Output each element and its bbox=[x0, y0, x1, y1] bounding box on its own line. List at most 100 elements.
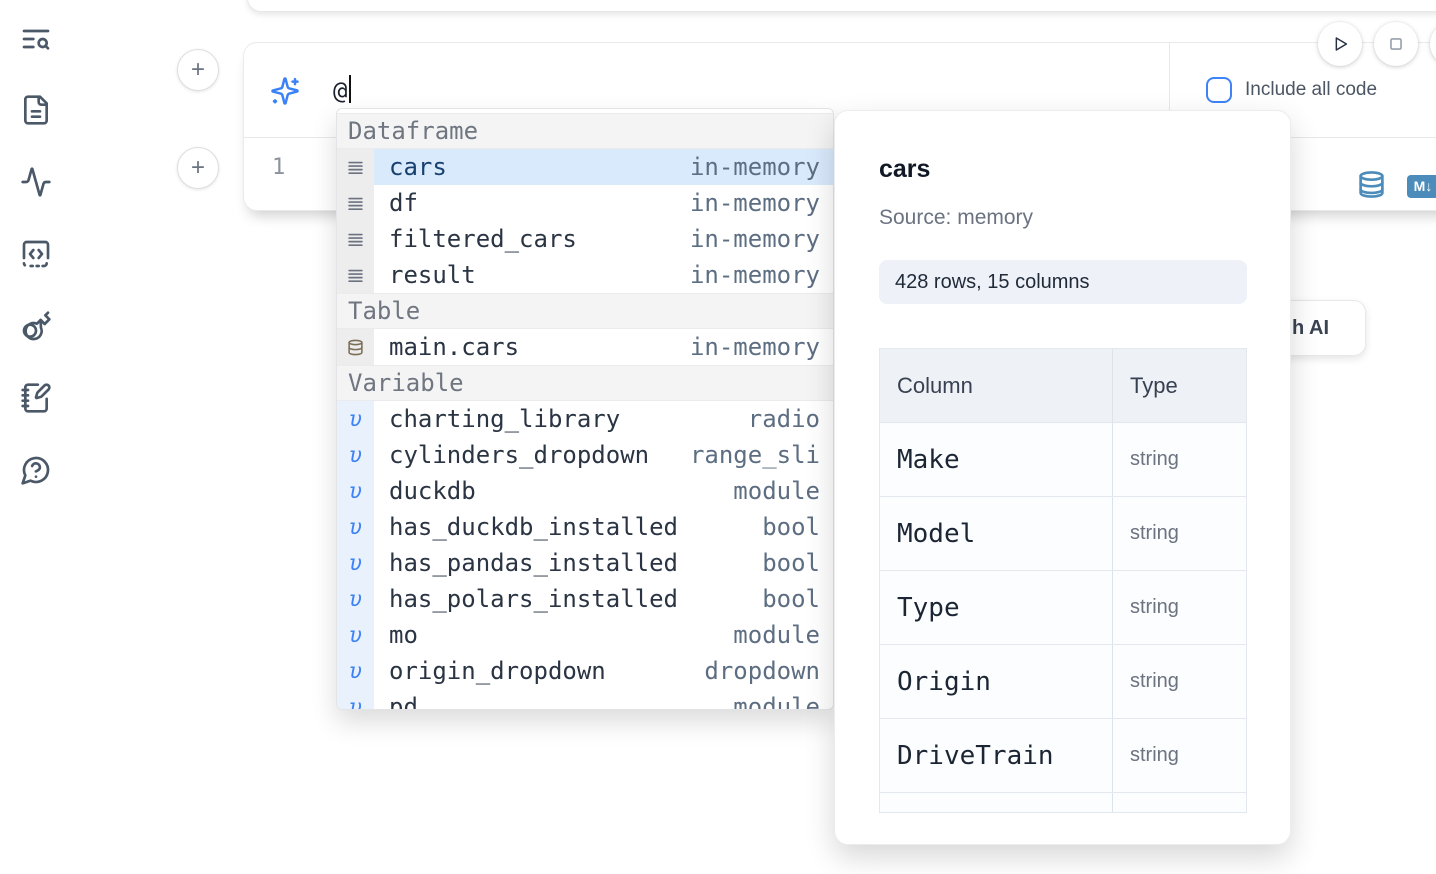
completion-type: dropdown bbox=[704, 657, 820, 685]
schema-table-row: Model string bbox=[880, 497, 1246, 571]
autocomplete-item[interactable]: cars in-memory bbox=[337, 149, 833, 185]
completion-name: has_polars_installed bbox=[389, 585, 678, 613]
add-cell-above-button[interactable]: + bbox=[177, 49, 219, 91]
autocomplete-item[interactable]: υ has_pandas_installed bool bbox=[337, 545, 833, 581]
stop-icon bbox=[1390, 38, 1402, 50]
markdown-icon[interactable]: M↓ bbox=[1407, 175, 1436, 198]
column-type: string bbox=[1130, 522, 1179, 544]
completion-name: duckdb bbox=[389, 477, 476, 505]
completion-type: in-memory bbox=[689, 153, 820, 181]
autocomplete-item[interactable]: filtered_cars in-memory bbox=[337, 221, 833, 257]
table-database-icon bbox=[337, 329, 374, 365]
completion-name: main.cars bbox=[389, 333, 520, 361]
variable-icon: υ bbox=[337, 545, 374, 581]
preview-title: cars bbox=[879, 155, 931, 183]
completion-type: range_sli bbox=[689, 441, 820, 469]
completion-name: charting_library bbox=[389, 405, 621, 433]
shape-badge: 428 rows, 15 columns bbox=[879, 260, 1247, 304]
completion-type: radio bbox=[747, 405, 820, 433]
column-name: Type bbox=[897, 592, 960, 623]
column-name: DriveTrain bbox=[897, 740, 1054, 771]
activity-icon[interactable] bbox=[20, 166, 52, 198]
completion-name: df bbox=[389, 189, 418, 217]
include-all-code-checkbox[interactable] bbox=[1206, 77, 1232, 103]
completion-type: in-memory bbox=[689, 225, 820, 253]
autocomplete-item[interactable]: main.cars in-memory bbox=[337, 329, 833, 365]
variable-icon: υ bbox=[337, 653, 374, 689]
variable-icon: υ bbox=[337, 437, 374, 473]
database-icon[interactable] bbox=[1357, 170, 1386, 199]
column-type: string bbox=[1130, 596, 1179, 618]
type-header: Type bbox=[1130, 372, 1178, 398]
completion-type: bool bbox=[762, 549, 820, 577]
divider bbox=[1169, 43, 1170, 137]
completion-name: cylinders_dropdown bbox=[389, 441, 650, 469]
previous-cell-sliver bbox=[247, 0, 1436, 12]
completion-name: pd bbox=[389, 693, 418, 710]
completion-name: cars bbox=[389, 153, 447, 181]
column-type: string bbox=[1130, 670, 1179, 692]
sparkles-icon bbox=[270, 76, 300, 106]
column-name: Origin bbox=[897, 666, 991, 697]
notebook-pen-icon[interactable] bbox=[20, 382, 52, 414]
autocomplete-item[interactable]: df in-memory bbox=[337, 185, 833, 221]
schema-table-header: Column Type bbox=[880, 349, 1246, 423]
stop-button[interactable] bbox=[1374, 22, 1418, 66]
column-name: Make bbox=[897, 444, 960, 475]
completion-type: in-memory bbox=[689, 261, 820, 289]
code-editor-row[interactable]: 1 M↓ bbox=[244, 139, 1436, 210]
play-icon bbox=[1335, 37, 1348, 51]
completion-type: module bbox=[733, 621, 820, 649]
schema-table-row: Type string bbox=[880, 571, 1246, 645]
key-icon[interactable] bbox=[20, 310, 52, 342]
autocomplete-item[interactable]: υ cylinders_dropdown range_sli bbox=[337, 437, 833, 473]
completion-name: origin_dropdown bbox=[389, 657, 606, 685]
completion-type: bool bbox=[762, 513, 820, 541]
variable-icon: υ bbox=[337, 401, 374, 437]
variable-icon: υ bbox=[337, 581, 374, 617]
include-all-code-label: Include all code bbox=[1245, 79, 1378, 100]
completion-type: bool bbox=[762, 585, 820, 613]
code-square-icon[interactable] bbox=[20, 238, 52, 270]
autocomplete-item[interactable]: υ origin_dropdown dropdown bbox=[337, 653, 833, 689]
autocomplete-item[interactable]: υ has_polars_installed bool bbox=[337, 581, 833, 617]
list-search-icon[interactable] bbox=[20, 23, 52, 55]
completion-name: filtered_cars bbox=[389, 225, 577, 253]
column-name: Model bbox=[897, 518, 976, 549]
column-type: string bbox=[1130, 448, 1179, 470]
autocomplete-item[interactable]: υ has_duckdb_installed bool bbox=[337, 509, 833, 545]
autocomplete-section-header: Dataframe bbox=[337, 113, 833, 149]
schema-table-row bbox=[880, 793, 1246, 812]
autocomplete-section-header: Table bbox=[337, 293, 833, 329]
dataframe-icon bbox=[337, 185, 374, 221]
column-header: Column bbox=[880, 349, 1113, 422]
add-cell-below-button[interactable]: + bbox=[177, 147, 219, 189]
helper-sidebar bbox=[0, 0, 72, 874]
variable-icon: υ bbox=[337, 509, 374, 545]
completion-name: has_pandas_installed bbox=[389, 549, 678, 577]
text-cursor bbox=[349, 75, 351, 103]
variable-icon: υ bbox=[337, 617, 374, 653]
ai-button-label: h AI bbox=[1291, 317, 1329, 339]
schema-table-row: Make string bbox=[880, 423, 1246, 497]
dataframe-icon bbox=[337, 149, 374, 185]
run-cell-button[interactable] bbox=[1318, 22, 1362, 66]
autocomplete-item[interactable]: υ charting_library radio bbox=[337, 401, 833, 437]
completion-name: has_duckdb_installed bbox=[389, 513, 678, 541]
variable-icon: υ bbox=[337, 689, 374, 709]
ai-prompt-input[interactable]: @ bbox=[333, 77, 348, 105]
help-chat-icon[interactable] bbox=[20, 454, 52, 486]
preview-source: Source: memory bbox=[879, 206, 1034, 229]
completion-type: in-memory bbox=[689, 333, 820, 361]
extra-action-button[interactable] bbox=[1430, 22, 1436, 66]
file-text-icon[interactable] bbox=[20, 94, 52, 126]
completion-type: in-memory bbox=[689, 189, 820, 217]
dataframe-icon bbox=[337, 257, 374, 293]
